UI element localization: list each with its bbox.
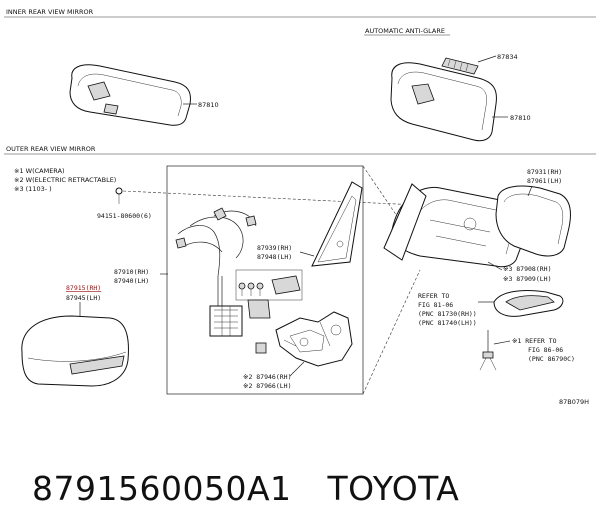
part-number-87966: ※2 87966(LH) <box>243 382 292 390</box>
parts-diagram: INNER REAR VIEW MIRROR 87810 AUTOMATIC A… <box>4 8 596 406</box>
inset-frame <box>166 165 364 395</box>
part-number-87810-left: 87810 <box>198 101 219 109</box>
refer-pnc-rh: (PNC 81730(RH)) <box>418 310 477 318</box>
bolt-icon <box>238 282 264 296</box>
clip-icon <box>255 342 267 354</box>
anti-glare-title: AUTOMATIC ANTI-GLARE <box>365 27 445 35</box>
note-camera: ※1 W(CAMERA) <box>14 167 65 175</box>
part-number-87948: 87948(LH) <box>257 253 292 261</box>
inner-mirror-right-icon <box>390 62 497 142</box>
part-number-87915: 87915(RH) <box>66 284 101 292</box>
note-electric-retractable: ※2 W(ELECTRIC RETRACTABLE) <box>14 176 116 184</box>
part-number-94151: 94151-80600(6) <box>97 212 152 220</box>
camera-icon <box>479 330 497 371</box>
turn-signal-icon <box>493 289 564 317</box>
leader-line <box>487 261 503 271</box>
refer2-pnc: (PNC 86790C) <box>528 355 575 363</box>
leader-line <box>289 361 305 377</box>
leader-line <box>527 185 533 197</box>
retract-motor-icon <box>275 311 353 367</box>
outer-mirror-title: OUTER REAR VIEW MIRROR <box>6 145 96 153</box>
bracket-small-icon <box>271 275 301 295</box>
part-number-87834: 87834 <box>497 53 518 61</box>
refer-to-label: REFER TO <box>418 292 449 300</box>
part-number-87945: 87945(LH) <box>66 294 101 302</box>
connector-87834-icon <box>441 57 479 75</box>
dashed-leader <box>362 165 421 251</box>
mirror-cover-icon <box>21 315 129 387</box>
part-number-87939: 87939(RH) <box>257 244 292 252</box>
part-number-87810-right: 87810 <box>510 114 531 122</box>
note-date-range: ※3 (1103- ) <box>14 185 52 193</box>
refer2-to-label: ※1 REFER TO <box>512 337 557 345</box>
leader-line <box>299 251 315 257</box>
leader-line <box>477 55 497 63</box>
mirror-base-icon <box>311 181 363 267</box>
drawing-id: 87B079H <box>559 398 589 406</box>
footer-part-number: 8791560050A1 <box>31 469 292 508</box>
footer-brand: TOYOTA <box>327 469 460 508</box>
bolt-group-frame <box>235 269 303 301</box>
mirror-assembly-icon <box>383 183 524 268</box>
part-number-87908: ※3 87908(RH) <box>503 265 552 273</box>
inner-mirror-left-icon <box>69 64 191 126</box>
part-number-87909: ※3 87909(LH) <box>503 275 552 283</box>
part-number-87931: 87931(RH) <box>527 168 562 176</box>
refer-fig-label: FIG 81-06 <box>418 301 453 309</box>
refer-pnc-lh: (PNC 81740(LH)) <box>418 319 477 327</box>
part-number-87910: 87910(RH) <box>114 268 149 276</box>
dashed-leader <box>362 269 421 395</box>
wire-harness-icon <box>175 207 257 337</box>
part-number-87961: 87961(LH) <box>527 177 562 185</box>
screw-icon <box>115 187 123 204</box>
inner-mirror-title: INNER REAR VIEW MIRROR <box>6 8 94 16</box>
pad-icon <box>247 299 271 319</box>
part-number-87946: ※2 87946(RH) <box>243 373 292 381</box>
mirror-glass-icon <box>495 185 571 257</box>
refer2-fig-label: FIG 86-06 <box>528 346 563 354</box>
part-number-87940: 87940(LH) <box>114 277 149 285</box>
footer: 8791560050A1 TOYOTA <box>10 430 495 508</box>
leader-line <box>493 340 511 345</box>
